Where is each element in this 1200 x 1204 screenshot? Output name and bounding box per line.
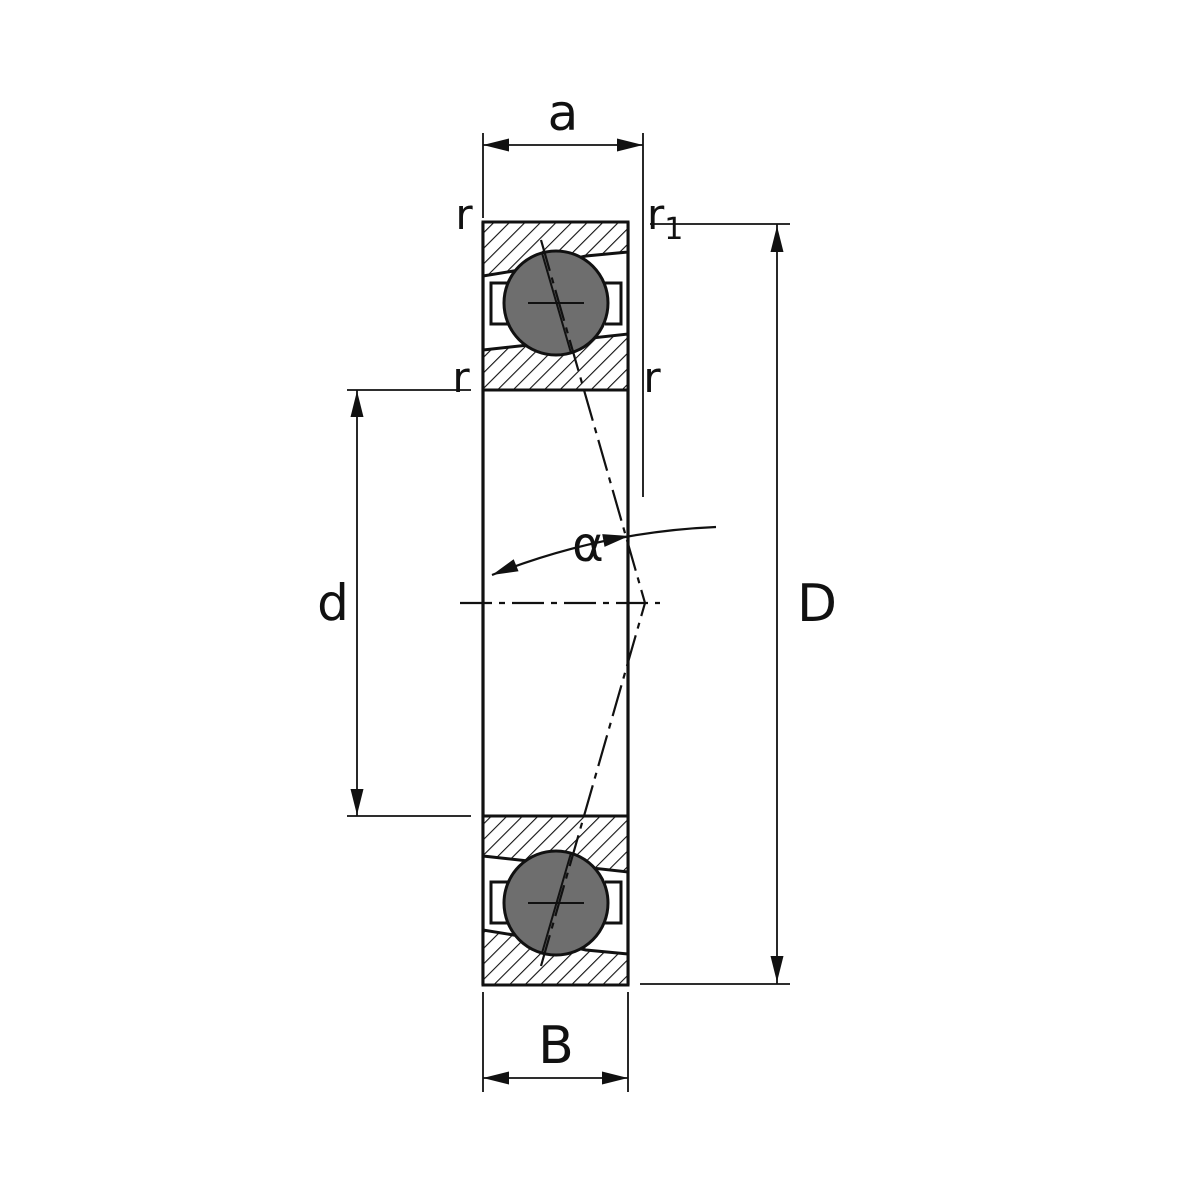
cage-lower-right bbox=[605, 880, 623, 925]
outer-ring-upper-section bbox=[481, 220, 630, 278]
dimension-a bbox=[482, 133, 644, 497]
D-arrow-top bbox=[770, 226, 784, 252]
B-arrow-left bbox=[483, 1071, 509, 1085]
dimension-labels: a r r1 r r d D B α bbox=[317, 84, 837, 1076]
ring-sections bbox=[481, 220, 630, 987]
D-arrow-bottom bbox=[770, 956, 784, 982]
alpha-arrow-left bbox=[489, 559, 519, 582]
dimension-D bbox=[640, 223, 790, 985]
contact-line-upper bbox=[539, 239, 647, 604]
label-a: a bbox=[548, 84, 579, 142]
label-r1: r1 bbox=[647, 190, 683, 247]
ball-upper-contact-tick bbox=[541, 252, 572, 354]
d-arrow-bottom bbox=[350, 789, 364, 815]
label-r-mid-right: r bbox=[643, 353, 661, 402]
label-r-mid-left: r bbox=[452, 353, 470, 402]
cage-sections bbox=[489, 281, 623, 925]
inner-ring-lower-section bbox=[481, 814, 630, 874]
B-arrow-right bbox=[602, 1071, 628, 1085]
a-arrow-left bbox=[483, 138, 509, 152]
ball-lower-contact-tick bbox=[541, 852, 572, 954]
a-arrow-right bbox=[617, 138, 643, 152]
label-r1-main: r bbox=[647, 190, 665, 239]
label-alpha: α bbox=[572, 517, 604, 573]
ball-center-marks bbox=[528, 252, 584, 954]
alpha-angle-arc bbox=[491, 525, 717, 577]
label-B: B bbox=[538, 1016, 574, 1076]
outer-ring-lower-section bbox=[481, 928, 630, 987]
centerlines bbox=[460, 239, 660, 967]
alpha-arrow-right bbox=[602, 529, 631, 547]
cage-upper-right bbox=[605, 281, 623, 326]
label-D: D bbox=[797, 574, 837, 634]
label-r-top-left: r bbox=[455, 190, 473, 239]
cage-lower-left bbox=[489, 880, 508, 925]
d-arrow-top bbox=[350, 391, 364, 417]
rolling-elements bbox=[502, 249, 610, 957]
label-r1-subscript: 1 bbox=[664, 212, 683, 247]
dimension-d bbox=[347, 389, 471, 817]
label-d: d bbox=[317, 574, 349, 632]
contact-line-lower bbox=[539, 602, 647, 967]
cage-upper-left bbox=[489, 281, 508, 326]
